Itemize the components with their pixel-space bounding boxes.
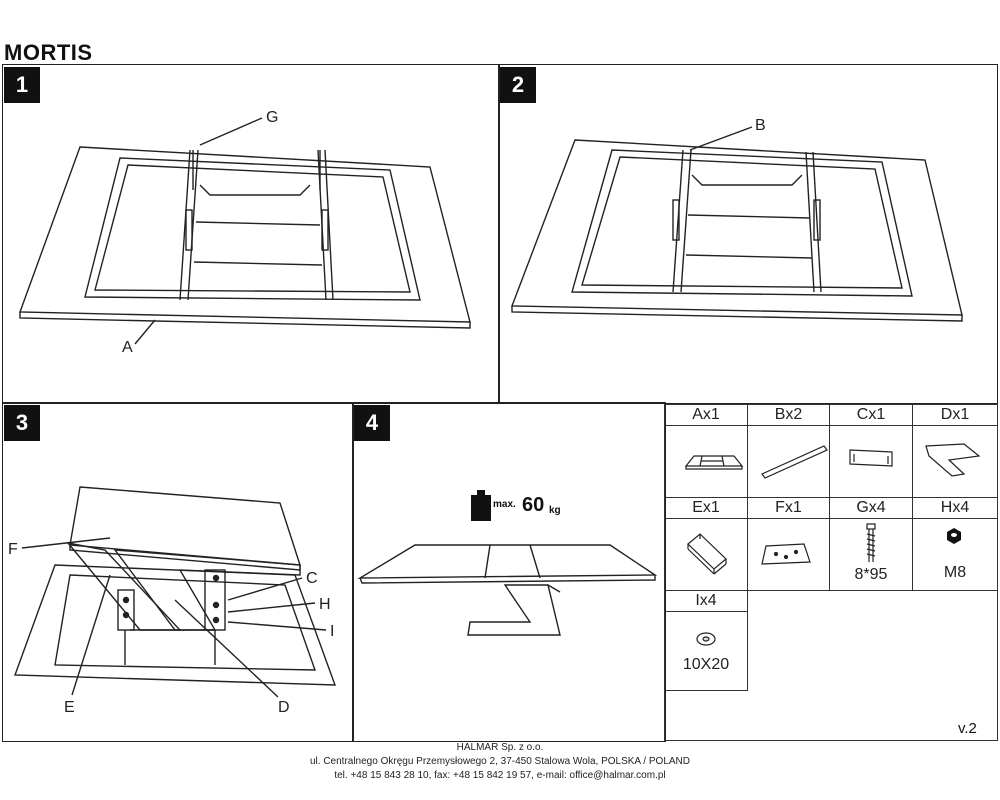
- tabletop-frame-icon: [684, 455, 744, 470]
- bolt-icon: [866, 523, 876, 562]
- parts-icons: [684, 443, 981, 646]
- label-g: G: [266, 109, 278, 126]
- block-icon: [687, 533, 727, 575]
- step-3-panel: [2, 402, 354, 742]
- part-cell: [664, 690, 748, 741]
- footer-company: HALMAR Sp. z o.o.: [456, 742, 544, 753]
- step-2-number: 2: [500, 67, 536, 103]
- part-cell: [747, 590, 998, 741]
- label-e: E: [64, 699, 75, 716]
- part-g-header: Gx4: [856, 499, 886, 516]
- weight-icon: [471, 490, 491, 521]
- footer-contact: tel. +48 15 843 28 10, fax: +48 15 842 1…: [334, 770, 666, 781]
- part-a-header: Ax1: [692, 406, 720, 423]
- part-cell: [912, 518, 998, 591]
- max-load-label: max.: [493, 499, 516, 510]
- part-e-header: Ex1: [692, 499, 720, 516]
- label-h: H: [319, 596, 331, 613]
- mounting-plate-icon: [761, 543, 811, 565]
- step-4-panel: [352, 402, 666, 742]
- parts-list: Ax1 Bx2 Cx1 Dx1 Ex1 Fx1 Gx4 Hx4 Ix4 8*95…: [664, 404, 998, 741]
- label-c: C: [306, 570, 318, 587]
- label-f: F: [8, 541, 18, 558]
- max-load-unit: kg: [549, 505, 561, 516]
- label-i: I: [330, 623, 334, 640]
- step-1-panel: [2, 64, 500, 404]
- part-h-size: M8: [943, 564, 967, 581]
- nut-icon: [947, 528, 961, 544]
- part-g-size: 8*95: [854, 566, 888, 583]
- step-3-number: 3: [4, 405, 40, 441]
- step-2-panel: [498, 64, 998, 404]
- version-label: v.2: [958, 720, 977, 737]
- label-b: B: [755, 117, 766, 134]
- part-d-header: Dx1: [940, 406, 970, 423]
- footer-address: ul. Centralnego Okręgu Przemysłowego 2, …: [309, 756, 690, 767]
- washer-icon: [696, 632, 716, 646]
- part-f-header: Fx1: [775, 499, 802, 516]
- part-c-header: Cx1: [856, 406, 886, 423]
- step-1-number: 1: [4, 67, 40, 103]
- part-cell: [664, 611, 748, 691]
- step-4-number: 4: [354, 405, 390, 441]
- bracket-plate-icon: [849, 449, 893, 467]
- part-i-header: Ix4: [695, 592, 717, 609]
- label-d: D: [278, 699, 290, 716]
- leg-z-icon: [925, 443, 981, 477]
- part-h-header: Hx4: [940, 499, 970, 516]
- part-i-size: 10X20: [682, 656, 730, 673]
- part-b-header: Bx2: [774, 406, 803, 423]
- rail-bar-icon: [761, 445, 828, 479]
- document-title: MORTIS: [4, 40, 93, 65]
- label-a: A: [122, 339, 133, 356]
- max-load-value: 60: [522, 494, 545, 516]
